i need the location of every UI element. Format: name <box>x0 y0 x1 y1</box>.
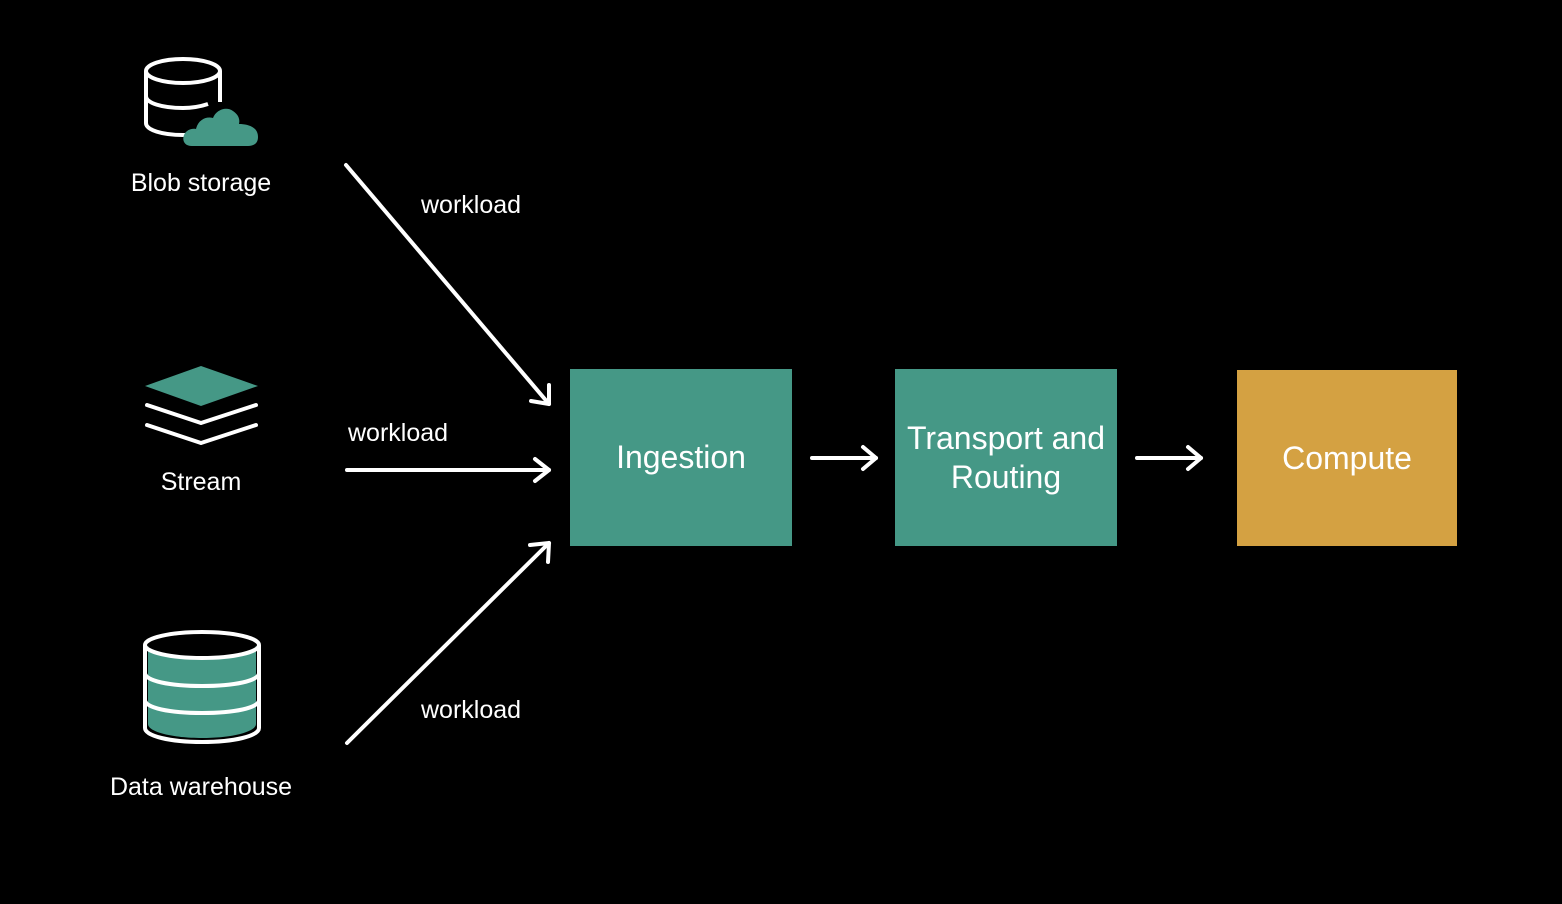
transport-label-line1: Transport and <box>906 419 1106 456</box>
compute-box: Compute <box>1237 370 1457 546</box>
database-cloud-icon <box>144 57 258 146</box>
compute-label: Compute <box>1282 439 1412 476</box>
stream-to-ingestion-arrow <box>345 457 551 483</box>
stream-workload-label: workload <box>348 419 449 447</box>
transport-routing-box: Transport and Routing <box>895 369 1117 546</box>
layers-icon <box>145 366 258 445</box>
transport-to-compute-arrow <box>1135 445 1203 471</box>
blob-storage-label: Blob storage <box>130 169 272 197</box>
blob-to-ingestion-arrow <box>344 163 551 406</box>
ingestion-label: Ingestion <box>616 439 746 475</box>
blob-workload-label: workload <box>421 191 522 219</box>
warehouse-workload-label: workload <box>421 696 522 724</box>
warehouse-to-ingestion-arrow <box>345 541 551 745</box>
database-icon <box>143 630 261 745</box>
ingestion-to-transport-arrow <box>810 445 878 471</box>
transport-label-line2: Routing <box>950 458 1062 495</box>
ingestion-box: Ingestion <box>570 369 792 546</box>
stream-label: Stream <box>160 468 242 496</box>
data-warehouse-label: Data warehouse <box>109 773 293 801</box>
